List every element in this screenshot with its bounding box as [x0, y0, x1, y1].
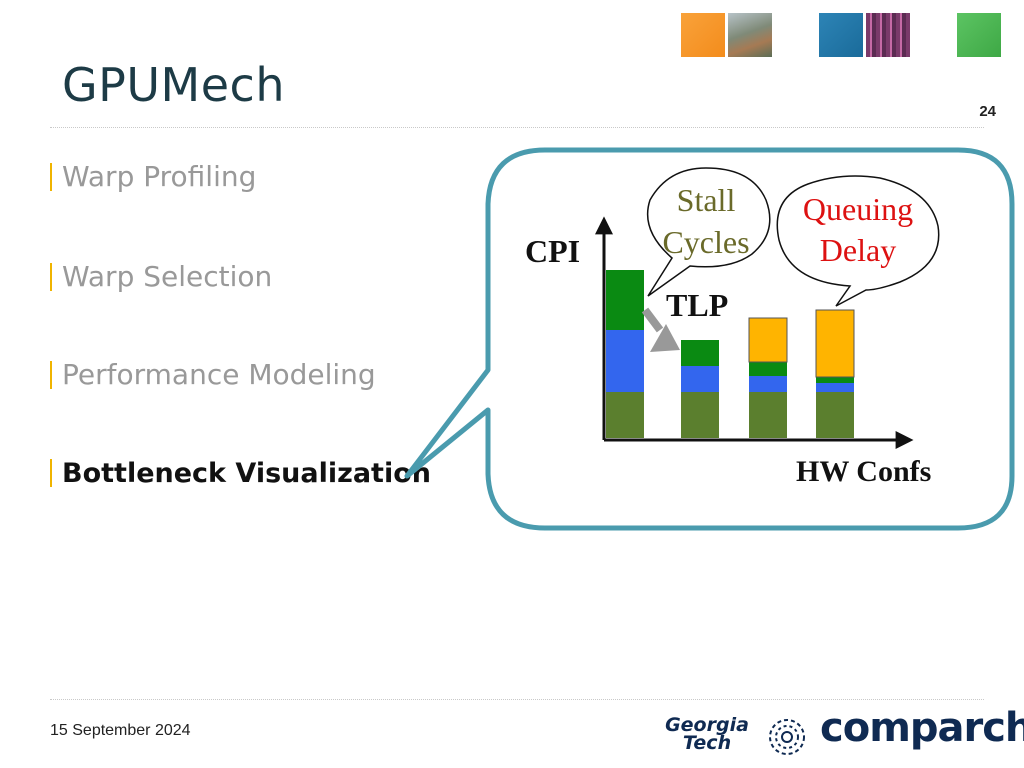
- y-axis-label: CPI: [525, 233, 580, 269]
- blue-square: [819, 13, 863, 57]
- title-divider: [50, 127, 984, 128]
- bar-base: [749, 392, 787, 438]
- footer-date: 15 September 2024: [50, 722, 191, 739]
- header-image-strip: [0, 0, 1024, 60]
- stall-label-line1: Stall: [677, 182, 736, 218]
- bar-green: [816, 377, 854, 383]
- brain-icon: [769, 719, 805, 755]
- bullet-performance-modeling: Performance Modeling: [50, 358, 376, 391]
- bar-green: [681, 340, 719, 366]
- bullet-label: Warp Selection: [62, 260, 273, 293]
- georgia-tech-logo: Georgia Tech: [662, 716, 752, 756]
- bullet-bar: [50, 163, 52, 191]
- orange-square: [681, 13, 725, 57]
- bar-blue: [749, 376, 787, 392]
- queue-label-line2: Delay: [820, 232, 896, 268]
- bar-base: [816, 392, 854, 438]
- gt-logo-line1: Georgia: [665, 714, 749, 736]
- bar-queue: [815, 309, 855, 378]
- bar-queue: [748, 317, 788, 363]
- queue-label-line1: Queuing: [803, 191, 913, 227]
- bar-blue: [606, 330, 644, 392]
- bullet-bottleneck-visualization: Bottleneck Visualization: [50, 458, 431, 489]
- tlp-label: TLP: [666, 287, 728, 323]
- x-axis-label: HW Confs: [796, 455, 931, 488]
- bar-blue: [681, 366, 719, 392]
- page-number: 24: [979, 103, 996, 120]
- bullet-label: Performance Modeling: [62, 358, 376, 391]
- stall-label-line2: Cycles: [662, 224, 749, 260]
- bullet-warp-profiling: Warp Profiling: [50, 160, 256, 193]
- bullet-label: Bottleneck Visualization: [62, 458, 431, 489]
- bullet-warp-selection: Warp Selection: [50, 260, 272, 293]
- comparch-logo: comparch: [820, 705, 1024, 751]
- chip-photo-thumbnail: [866, 13, 910, 57]
- gt-logo-line2: Tech: [682, 732, 732, 754]
- bar-base: [681, 392, 719, 438]
- tlp-arrow: [641, 307, 680, 352]
- bar-base: [606, 392, 644, 438]
- footer-divider: [50, 699, 984, 700]
- bullet-bar: [50, 459, 52, 487]
- stall-cycles-bubble: [646, 167, 771, 297]
- bar-green: [606, 270, 644, 330]
- green-square: [957, 13, 1001, 57]
- bullet-label: Warp Profiling: [62, 160, 257, 193]
- bullet-bar: [50, 361, 52, 389]
- bullet-bar: [50, 263, 52, 291]
- queuing-delay-bubble: [776, 175, 940, 307]
- page-title: GPUMech: [62, 58, 285, 112]
- bar-blue: [816, 383, 854, 392]
- bar-green: [749, 362, 787, 376]
- campus-photo-thumbnail: [728, 13, 772, 57]
